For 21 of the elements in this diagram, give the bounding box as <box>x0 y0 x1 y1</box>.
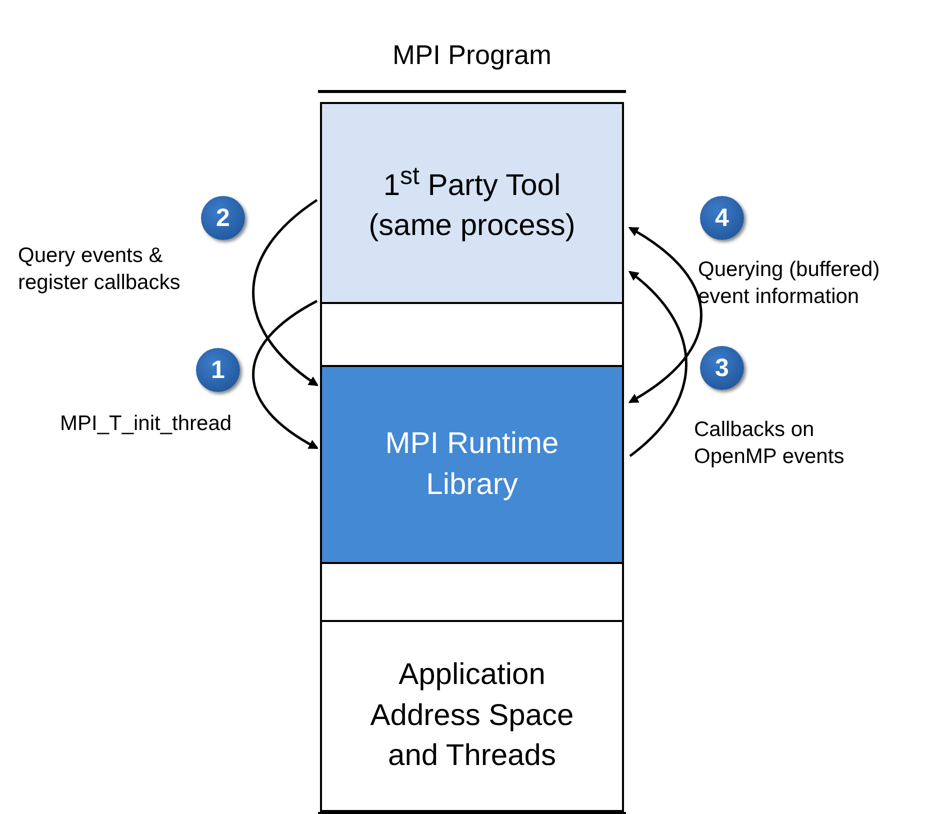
curved-arrow <box>252 300 319 450</box>
callout-text: Callbacks on OpenMP events <box>694 417 846 470</box>
curved-arrow <box>628 226 702 404</box>
tool-layer-box <box>320 102 624 304</box>
curved-arrow <box>252 199 319 386</box>
number-badge: 3 <box>700 346 744 390</box>
spacer-layer-box <box>320 302 624 367</box>
layer-label: 1$^{st}$ Party Tool (same process) <box>368 160 576 244</box>
stack-heading: MPI Program <box>391 40 553 71</box>
number-badge: 1 <box>196 348 240 392</box>
spacer-layer-box <box>320 562 624 622</box>
callout-text: Querying (buffered) event information <box>698 257 881 310</box>
number-badge: 2 <box>201 196 245 240</box>
layer-label: Application Address Space and Threads <box>369 657 575 774</box>
application-layer-box <box>320 620 624 812</box>
runtime-layer-box <box>320 365 624 564</box>
callout-text: Query events & register callbacks <box>18 243 182 296</box>
layer-label: MPI Runtime Library <box>384 426 560 502</box>
callout-text: MPI_T_init_thread <box>60 411 233 437</box>
curved-arrow <box>628 270 688 457</box>
number-badge: 4 <box>700 196 744 240</box>
